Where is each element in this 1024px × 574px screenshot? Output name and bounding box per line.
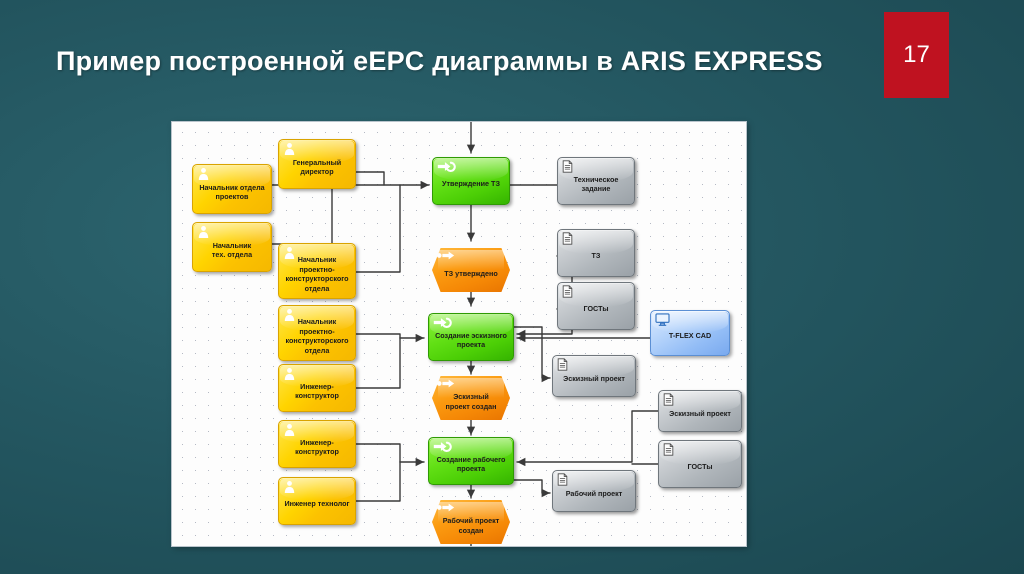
- document-icon: [557, 473, 568, 489]
- diagram-node-label: Эскизный проект создан: [445, 392, 497, 411]
- document-icon: [562, 160, 573, 176]
- document-icon: [557, 358, 568, 374]
- function-icon: [433, 440, 452, 456]
- person-icon: [283, 423, 296, 439]
- diagram-node-label: ТЗ утверждено: [444, 268, 498, 278]
- diagram-node-label: Эскизный проект: [563, 374, 625, 384]
- diagram-node-label: Начальник отдела проектов: [199, 182, 265, 202]
- page-title: Пример построенной eEPC диаграммы в ARIS…: [56, 46, 823, 76]
- document-icon: [562, 232, 573, 248]
- diagram-node-label: Создание рабочего проекта: [436, 454, 506, 474]
- diagram-node-head-pkb-2[interactable]: Начальник проектно- конструкторского отд…: [278, 305, 356, 361]
- diagram-node-head-tech-dept[interactable]: Начальник тех. отдела: [192, 222, 272, 272]
- page-number-badge: 17: [884, 12, 949, 98]
- diagram-node-head-pkb-1[interactable]: Начальник проектно- конструкторского отд…: [278, 243, 356, 299]
- diagram-node-doc-sketch-1[interactable]: Эскизный проект: [552, 355, 636, 397]
- document-icon: [562, 285, 573, 301]
- diagram-node-label: Утверждение ТЗ: [442, 179, 500, 189]
- person-icon: [197, 167, 210, 183]
- diagram-node-label: Эскизный проект: [669, 409, 731, 419]
- diagram-node-doc-tech-task[interactable]: Техническое задание: [557, 157, 635, 205]
- diagram-node-label: Инженер технолог: [284, 499, 350, 509]
- page-number-label: 17: [903, 41, 930, 68]
- diagram-node-label: Начальник тех. отдела: [211, 240, 253, 260]
- person-icon: [283, 480, 296, 496]
- monitor-icon: [655, 313, 670, 329]
- diagram-node-label: Инженер- конструктор: [295, 437, 339, 457]
- diagram-node-approve-tz[interactable]: Утверждение ТЗ: [432, 157, 510, 205]
- diagram-node-create-work[interactable]: Создание рабочего проекта: [428, 437, 514, 485]
- person-icon: [197, 225, 210, 241]
- diagram-node-gen-dir[interactable]: Генеральный директор: [278, 139, 356, 189]
- diagram-node-label: ТЗ: [591, 251, 601, 261]
- diagram-node-sketch-created[interactable]: Эскизный проект создан: [432, 376, 510, 420]
- diagram-node-label: ГОСТы: [687, 462, 713, 472]
- diagram-node-doc-work[interactable]: Рабочий проект: [552, 470, 636, 512]
- diagram-node-tech-engineer[interactable]: Инженер технолог: [278, 477, 356, 525]
- person-icon: [283, 308, 296, 324]
- diagram-node-tz-approved[interactable]: ТЗ утверждено: [432, 248, 510, 292]
- diagram-node-doc-sketch-2[interactable]: Эскизный проект: [658, 390, 742, 432]
- person-icon: [283, 142, 296, 158]
- diagram-node-label: Начальник проектно- конструкторского отд…: [285, 255, 349, 293]
- diagram-node-label: Генеральный директор: [292, 157, 342, 177]
- person-icon: [283, 367, 296, 383]
- diagram-node-engineer-1[interactable]: Инженер- конструктор: [278, 364, 356, 412]
- diagram-node-label: Создание эскизного проекта: [435, 330, 507, 350]
- diagram-node-create-sketch[interactable]: Создание эскизного проекта: [428, 313, 514, 361]
- function-icon: [433, 316, 452, 332]
- diagram-node-t-flex-cad[interactable]: T-FLEX CAD: [650, 310, 730, 356]
- document-icon: [663, 393, 674, 409]
- diagram-node-label: Техническое задание: [573, 174, 619, 194]
- diagram-node-doc-tz[interactable]: ТЗ: [557, 229, 635, 277]
- diagram-node-label: Инженер- конструктор: [295, 381, 339, 401]
- diagram-node-work-created[interactable]: Рабочий проект создан: [432, 500, 510, 544]
- diagram-node-label: Рабочий проект: [565, 489, 623, 499]
- document-icon: [663, 443, 674, 459]
- function-icon: [437, 160, 456, 176]
- diagram-node-doc-gost-1[interactable]: ГОСТы: [557, 282, 635, 330]
- diagram-node-doc-gost-2[interactable]: ГОСТы: [658, 440, 742, 488]
- diagram-node-label: Начальник проектно- конструкторского отд…: [285, 317, 349, 355]
- person-icon: [283, 246, 296, 262]
- diagram-node-head-proj-dept[interactable]: Начальник отдела проектов: [192, 164, 272, 214]
- diagram-node-engineer-2[interactable]: Инженер- конструктор: [278, 420, 356, 468]
- diagram-node-label: Рабочий проект создан: [442, 516, 500, 535]
- diagram-node-label: T-FLEX CAD: [668, 331, 712, 341]
- diagram-node-label: ГОСТы: [583, 304, 609, 314]
